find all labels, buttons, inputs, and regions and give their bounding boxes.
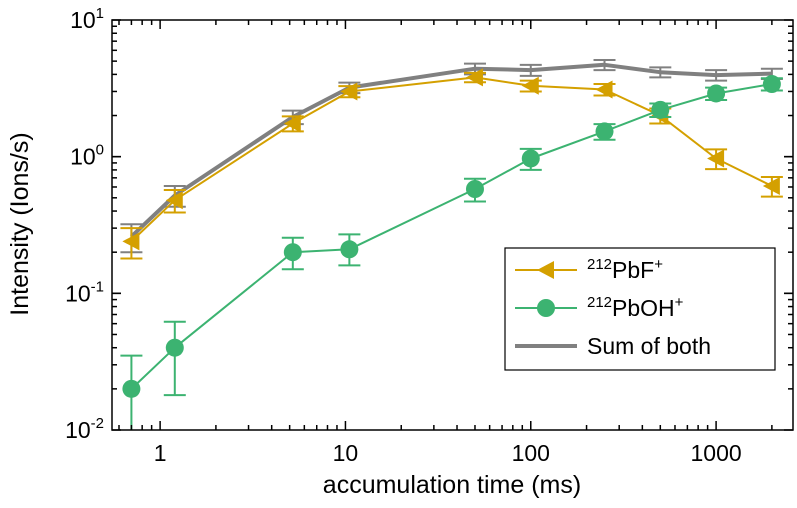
data-point	[165, 191, 183, 210]
series-pboh	[120, 75, 783, 430]
legend-species: PbF	[612, 257, 654, 283]
y-tick-exponent: 1	[96, 5, 104, 22]
legend-item: Sum of both	[515, 333, 711, 359]
legend-mass-number: 212	[587, 294, 612, 311]
data-point	[595, 80, 613, 99]
legend-item: 212PbF+	[515, 256, 663, 283]
legend-label: Sum of both	[587, 333, 711, 359]
y-tick-base: 10	[70, 144, 96, 170]
x-axis-title: accumulation time (ms)	[323, 471, 581, 499]
series-line	[130, 83, 773, 390]
x-tick-label: 100	[512, 440, 550, 466]
data-point	[595, 122, 614, 141]
data-point	[521, 76, 539, 95]
data-point	[283, 114, 301, 133]
data-point	[122, 379, 141, 398]
y-tick-label: 10-2	[65, 415, 104, 443]
data-point	[707, 149, 725, 168]
y-tick-label: 100	[70, 142, 104, 170]
legend-item: 212PbOH+	[515, 294, 684, 321]
data-point	[651, 100, 670, 119]
series-line	[130, 76, 773, 243]
y-tick-exponent: 0	[96, 142, 104, 159]
legend-label: 212PbOH+	[587, 294, 684, 321]
data-point	[465, 179, 484, 198]
data-point	[521, 149, 540, 168]
legend-label: 212PbF+	[587, 256, 663, 283]
legend-swatch-marker	[537, 261, 554, 279]
y-tick-exponent: -1	[91, 278, 104, 295]
y-tick-base: 10	[70, 7, 96, 33]
legend-charge: +	[675, 294, 684, 311]
data-point	[283, 243, 302, 262]
y-axis-title: Intensity (Ions/s)	[6, 132, 34, 315]
data-point	[165, 338, 184, 357]
data-point	[465, 68, 483, 87]
error-bar	[163, 320, 186, 397]
series-line	[130, 62, 772, 239]
data-point	[762, 75, 781, 94]
data-point	[340, 240, 359, 259]
data-point	[340, 82, 358, 101]
data-point	[762, 177, 780, 196]
legend-species: PbOH	[612, 295, 675, 321]
y-tick-label: 101	[70, 5, 104, 33]
legend-mass-number: 212	[587, 256, 612, 273]
y-tick-label: 10-1	[65, 278, 104, 306]
y-tick-base: 10	[65, 417, 91, 443]
x-tick-label: 10	[333, 440, 359, 466]
series-sum-of-both	[120, 58, 783, 254]
plot-frame	[111, 19, 794, 431]
y-tick-base: 10	[65, 280, 91, 306]
legend-swatch-marker	[537, 299, 555, 317]
data-point	[707, 84, 726, 103]
y-tick-exponent: -2	[91, 415, 104, 432]
legend-charge: +	[654, 256, 663, 273]
x-tick-label: 1	[154, 440, 167, 466]
data-point	[122, 232, 140, 251]
x-tick-label: 1000	[691, 440, 742, 466]
